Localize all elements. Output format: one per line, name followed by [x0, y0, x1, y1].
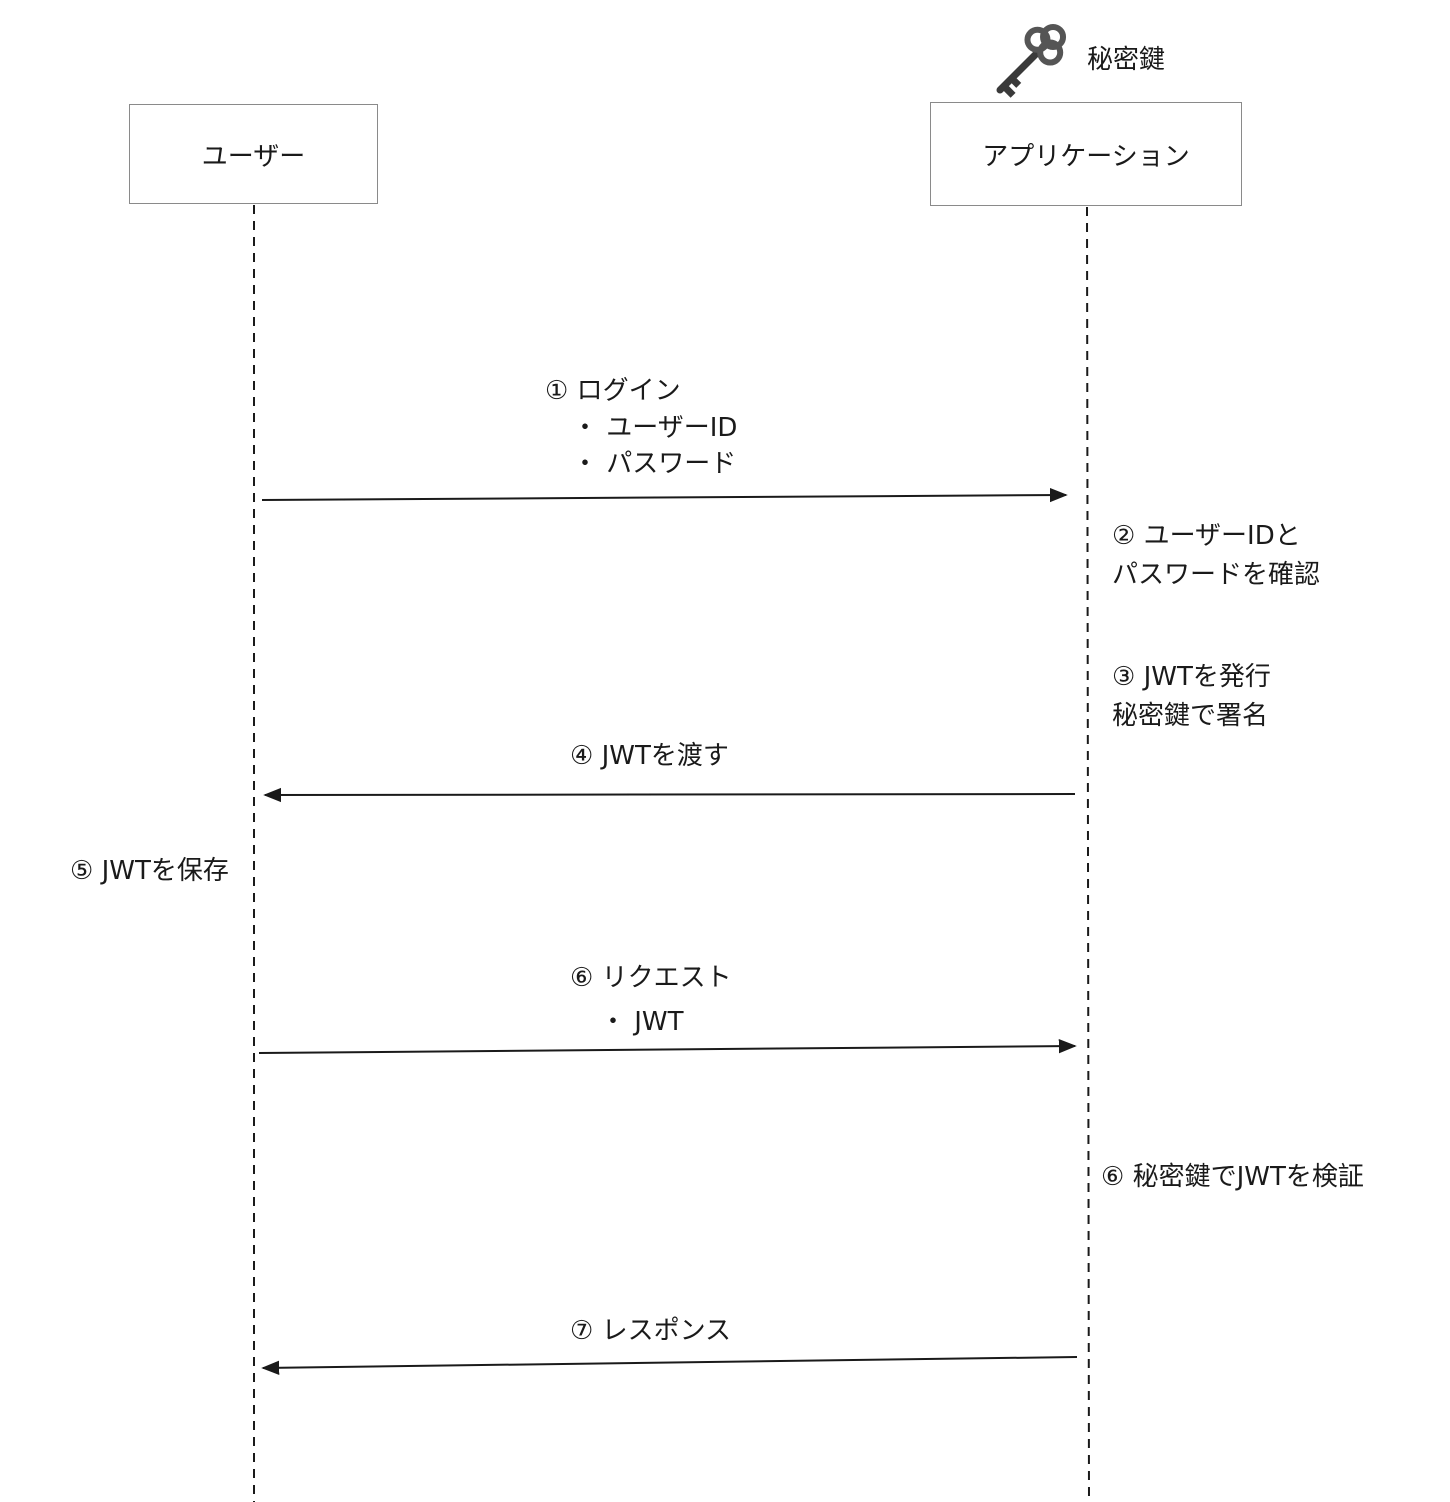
login-item-password: ・ パスワード	[572, 449, 737, 479]
pass-jwt-arrow	[263, 787, 1076, 803]
pass-jwt-message-title: ④ JWTを渡す	[570, 741, 729, 771]
issue-jwt-note-line2: 秘密鍵で署名	[1112, 701, 1269, 731]
request-message-title: ⑥ リクエスト	[570, 963, 732, 993]
verify-jwt-note: ⑥ 秘密鍵でJWTを検証	[1101, 1162, 1364, 1192]
login-arrow	[261, 487, 1068, 503]
request-arrow	[258, 1038, 1077, 1054]
verify-credentials-note-line1: ② ユーザーIDと	[1112, 521, 1301, 551]
request-item-jwt: ・ JWT	[600, 1007, 684, 1037]
save-jwt-note: ⑤ JWTを保存	[70, 856, 229, 886]
actor-application: アプリケーション	[930, 102, 1242, 206]
login-item-user-id: ・ ユーザーID	[572, 413, 738, 443]
app-lifeline	[1086, 206, 1090, 1502]
response-arrow	[261, 1356, 1078, 1375]
verify-credentials-note-line2: パスワードを確認	[1112, 560, 1321, 590]
login-message-title: ① ログイン	[545, 376, 681, 406]
key-icon	[996, 23, 1067, 98]
response-message-title: ⑦ レスポンス	[570, 1316, 732, 1346]
secret-key-label: 秘密鍵	[1087, 45, 1166, 75]
issue-jwt-note-line1: ③ JWTを発行	[1112, 662, 1271, 692]
actor-user: ユーザー	[129, 104, 378, 204]
